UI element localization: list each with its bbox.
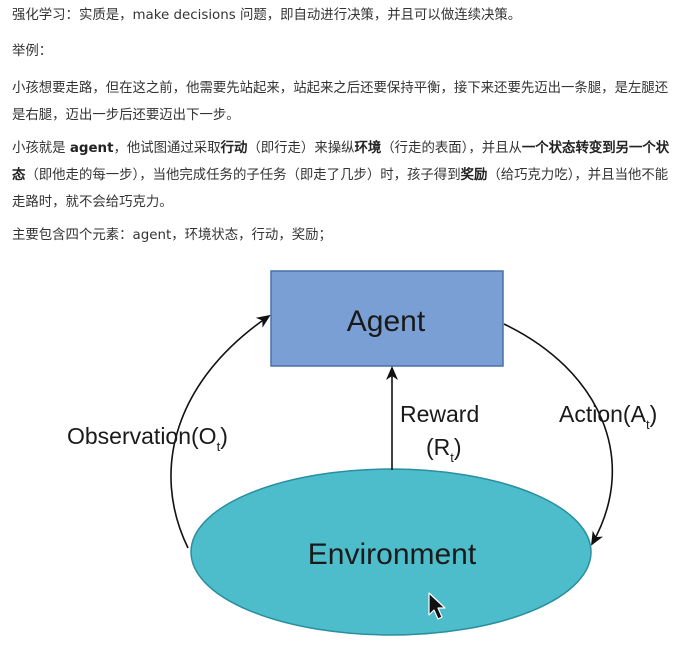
mouse-pointer-icon [428,592,446,620]
environment-label: Environment [308,538,477,571]
bold-term: agent [69,141,114,156]
bold-term: 一个状态转变到另一个状态 [12,141,670,183]
bold-term: 奖励 [460,168,488,183]
action-arrow [503,323,614,546]
action-label: Action(At) [559,401,657,432]
bold-term: 行动 [220,141,248,156]
observation-text: Observation(O [67,423,217,449]
agent-box [270,270,504,367]
observation-arrow [170,314,271,549]
reward-symbol: (Rt) [426,434,462,465]
observation-label: Observation(Ot) [67,423,228,454]
observation-close: ) [220,423,228,449]
reward-subscript: t [450,450,454,465]
text-run: （即行走）来操纵 [247,141,355,156]
agent-label: Agent [347,305,426,338]
text-run: 小孩就是 [12,141,70,156]
reward-label: Reward [400,401,479,427]
agent-paragraph: 小孩就是 agent，他试图通过采取行动（即行走）来操纵环境（行走的表面），并且… [12,135,680,216]
bold-term: 环境 [354,141,382,156]
example-paragraph: 小孩想要走路，但在这之前，他需要先站起来，站起来之后还要保持平衡，接下来还要先迈… [12,81,669,123]
text-run: （即他走的每一步），当他完成任务的子任务（即走了几步）时，孩子得到 [25,168,461,183]
text-run: （行走的表面），并且从 [381,141,522,156]
text-run: ，他试图通过采取 [113,141,221,156]
text-run: （给巧克力吃），并且当他不能走路时，就不会给巧克力。 [12,168,669,210]
observation-subscript: t [217,439,221,454]
action-close: ) [650,401,658,427]
example-heading: 举例： [12,44,53,59]
elements-paragraph: 主要包含四个元素：agent，环境状态，行动，奖励； [12,228,332,243]
reward-symbol-text: (R [426,434,450,460]
action-subscript: t [646,417,650,432]
action-text: Action(A [559,401,647,427]
environment-ellipse [190,468,592,636]
intro-paragraph: 强化学习：实质是，make decisions 问题，即自动进行决策，并且可以做… [12,8,522,23]
reward-close: ) [454,434,462,460]
